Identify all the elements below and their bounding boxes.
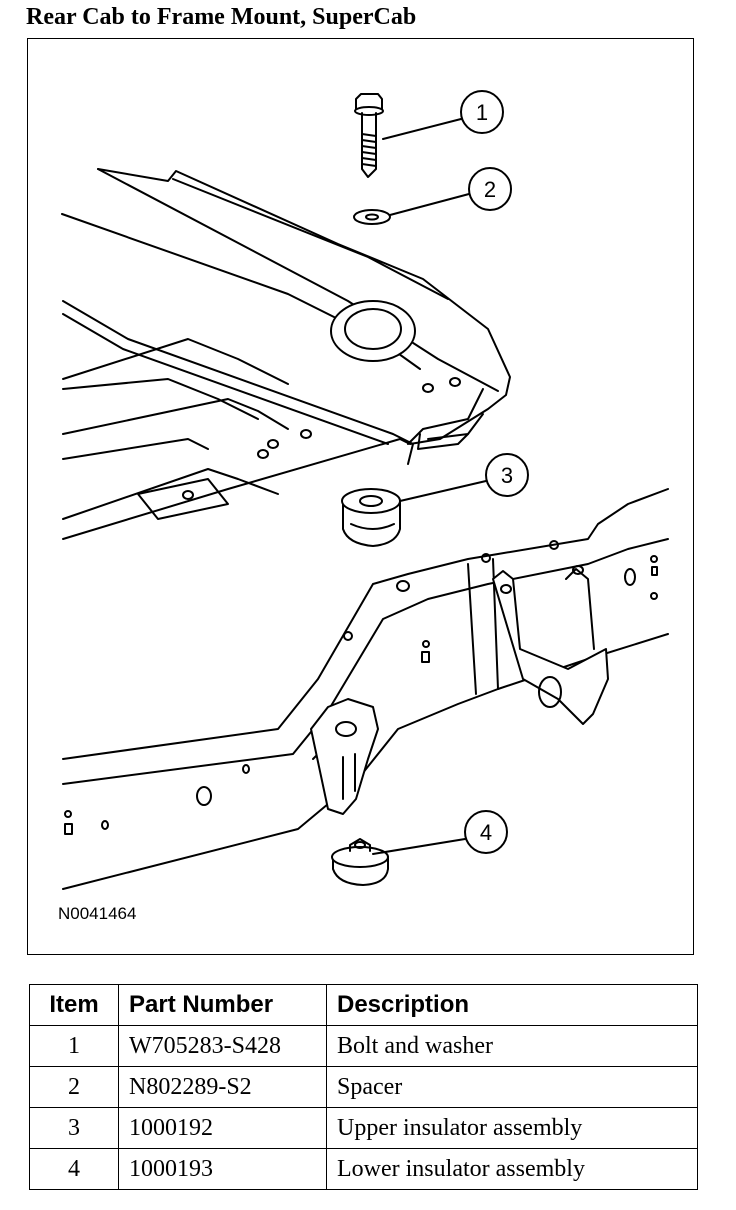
- callout-label-4: 4: [480, 820, 492, 845]
- cab-floor-drawing: [61, 168, 511, 540]
- description-cell: Spacer: [326, 1066, 698, 1108]
- part-number-cell: N802289-S2: [118, 1066, 327, 1108]
- item-cell: 3: [29, 1107, 119, 1149]
- frame-rail-drawing: [62, 488, 669, 890]
- table-row: 3 1000192 Upper insulator assembly: [29, 1107, 698, 1149]
- callout-1: [382, 90, 504, 140]
- column-header-description: Description: [326, 984, 698, 1026]
- part-number-cell: W705283-S428: [118, 1025, 327, 1067]
- description-cell: Upper insulator assembly: [326, 1107, 698, 1149]
- callout-label-1: 1: [476, 100, 488, 125]
- table-row: 2 N802289-S2 Spacer: [29, 1066, 698, 1108]
- page-title: Rear Cab to Frame Mount, SuperCab: [26, 4, 417, 30]
- table-row: 4 1000193 Lower insulator assembly: [29, 1148, 698, 1190]
- bolt-and-washer-part: [354, 93, 384, 178]
- callout-label-2: 2: [484, 177, 496, 202]
- parts-table: Item Part Number Description 1 W705283-S…: [29, 984, 698, 1190]
- callout-2: [389, 167, 512, 216]
- item-cell: 2: [29, 1066, 119, 1108]
- lower-insulator-part: [331, 838, 389, 886]
- table-row: 1 W705283-S428 Bolt and washer: [29, 1025, 698, 1067]
- callout-4: [372, 810, 508, 855]
- column-header-part-number: Part Number: [118, 984, 327, 1026]
- item-cell: 4: [29, 1148, 119, 1190]
- part-number-cell: 1000192: [118, 1107, 327, 1149]
- callout-label-3: 3: [501, 463, 513, 488]
- mount-illustration: 1 2 3 4: [61, 90, 669, 890]
- description-cell: Bolt and washer: [326, 1025, 698, 1067]
- figure-id: N0041464: [58, 904, 137, 923]
- table-header-row: Item Part Number Description: [29, 984, 698, 1026]
- spacer-part: [353, 209, 391, 225]
- upper-insulator-part: [341, 488, 401, 547]
- callout-3: [399, 453, 529, 502]
- exploded-view-figure: 1 2 3 4 N0041464: [27, 38, 694, 955]
- column-header-item: Item: [29, 984, 119, 1026]
- description-cell: Lower insulator assembly: [326, 1148, 698, 1190]
- part-number-cell: 1000193: [118, 1148, 327, 1190]
- item-cell: 1: [29, 1025, 119, 1067]
